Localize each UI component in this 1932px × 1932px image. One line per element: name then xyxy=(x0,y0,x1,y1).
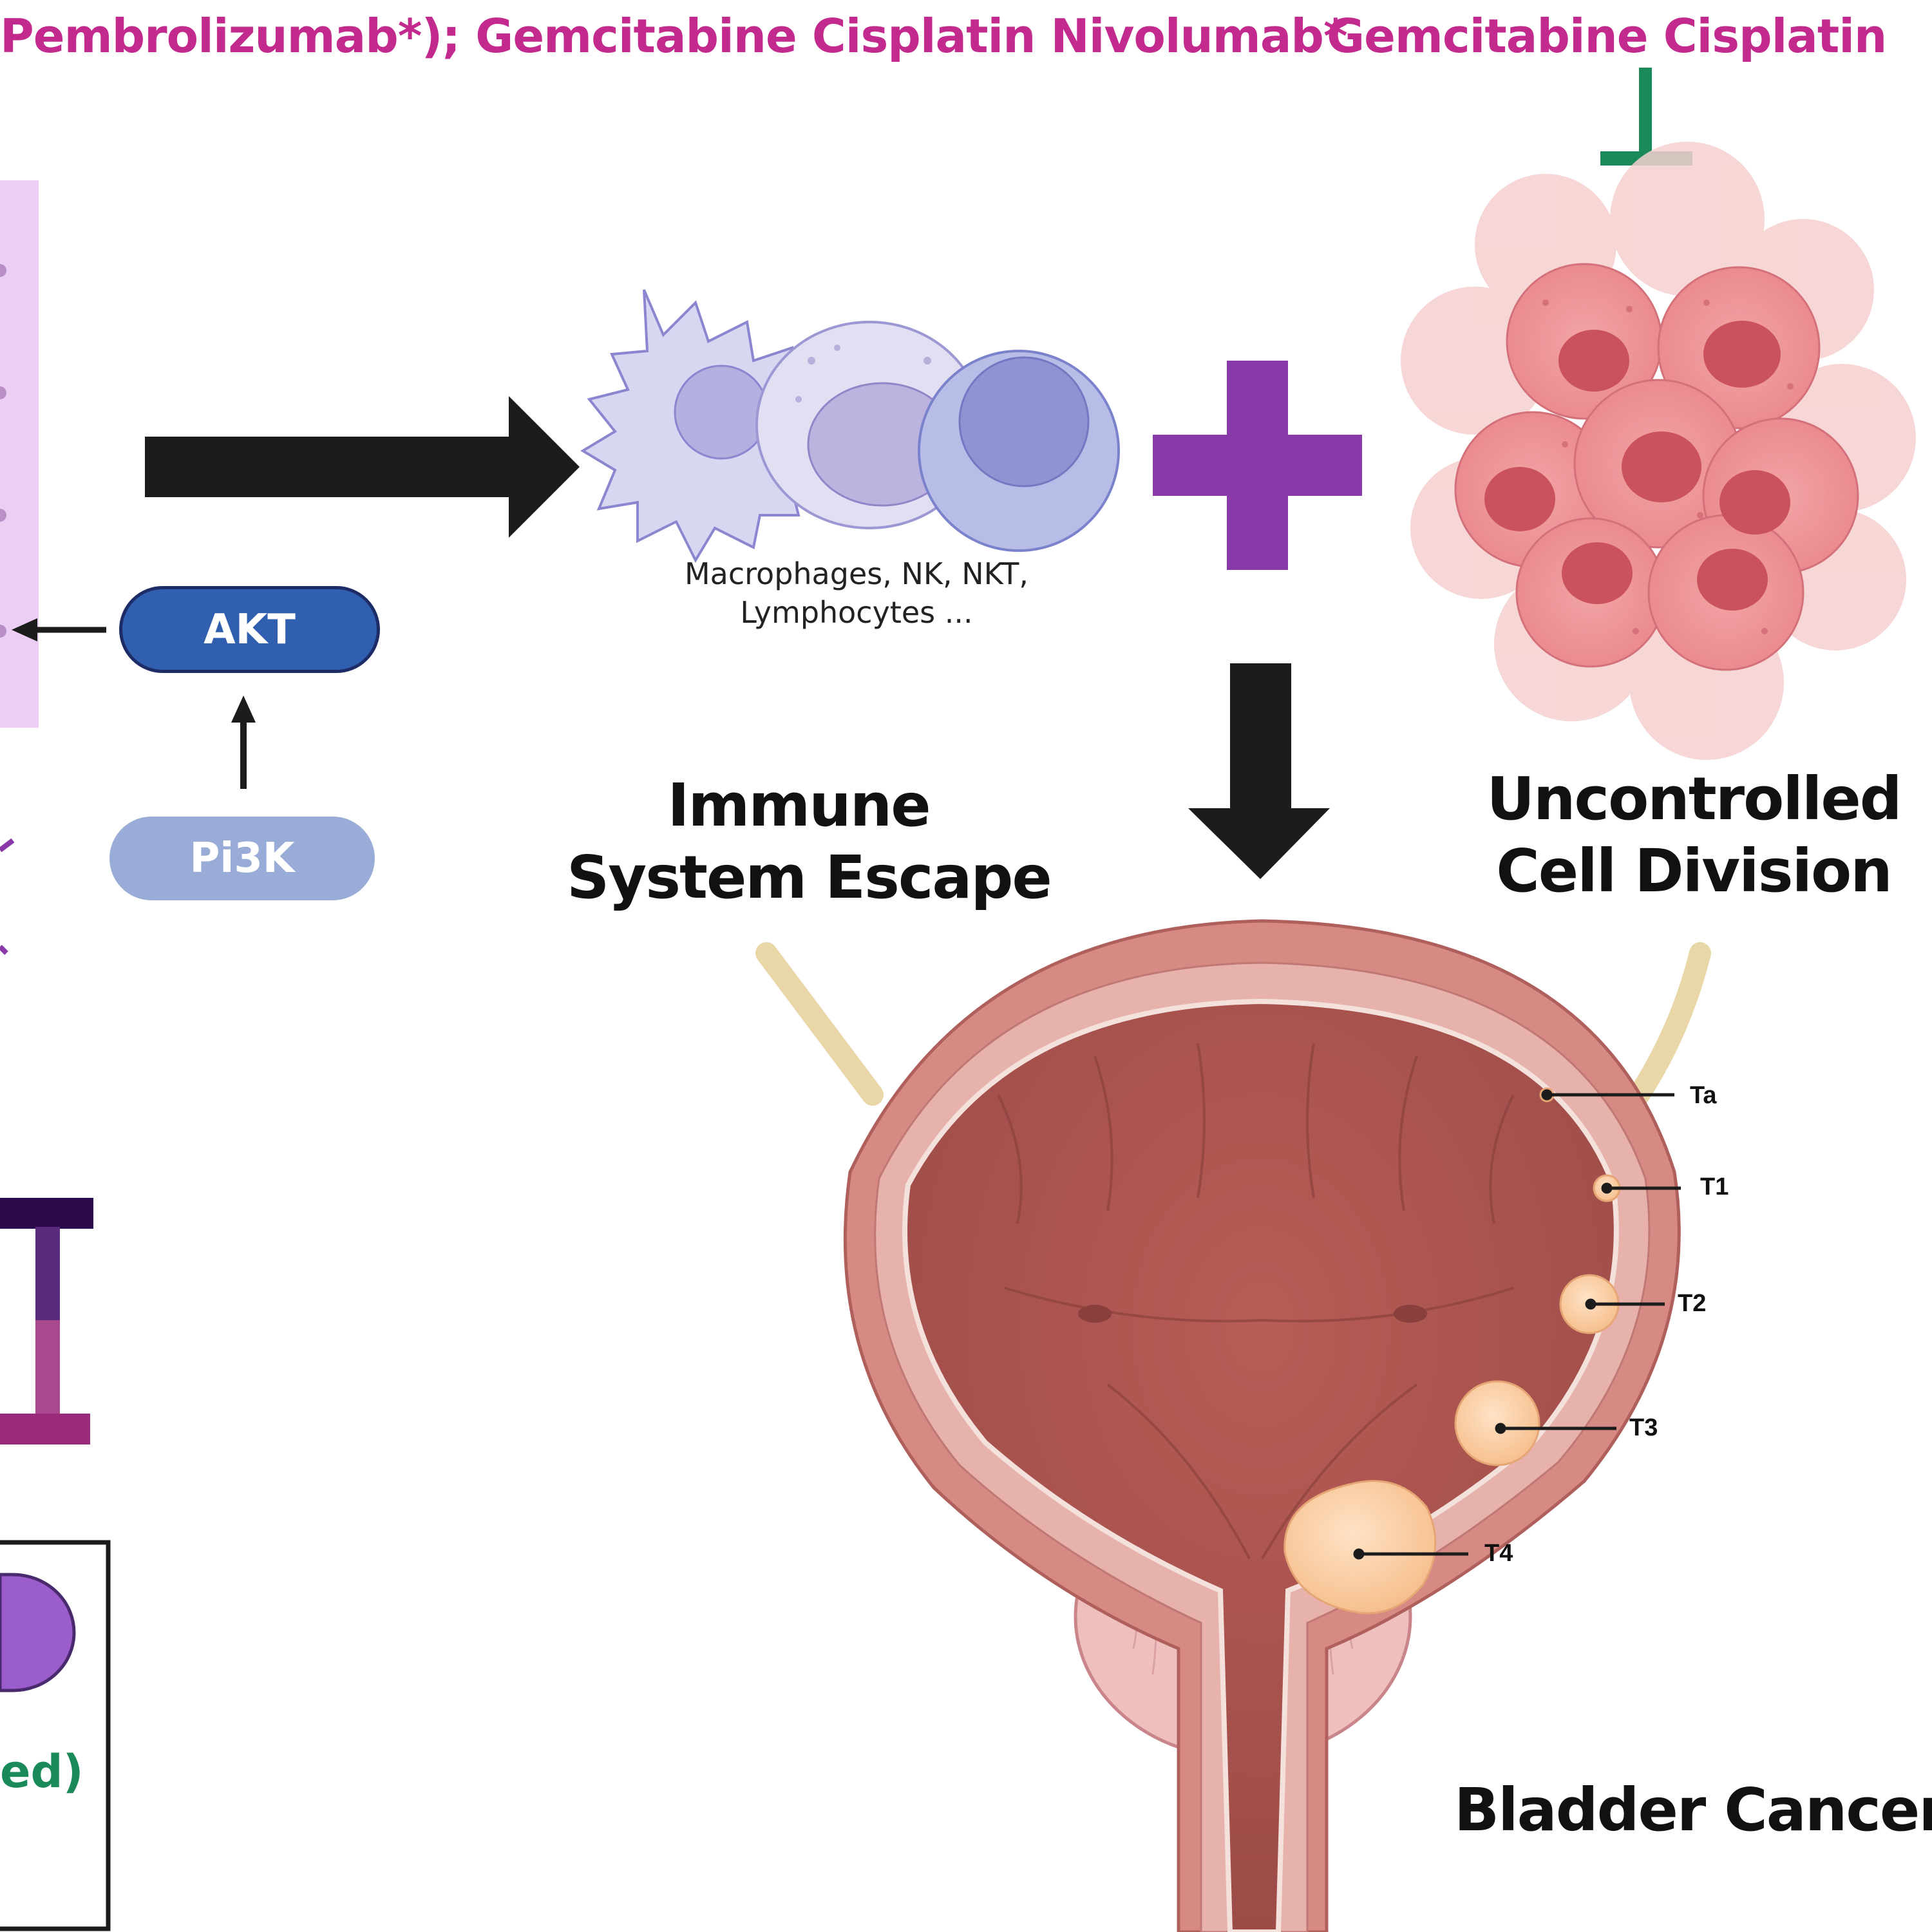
stage-t1-label: T1 xyxy=(1700,1173,1729,1200)
stage-ta-label: Ta xyxy=(1690,1082,1717,1109)
cell-division-heading: Uncontrolled Cell Division xyxy=(1462,763,1926,907)
cell-division-line2: Cell Division xyxy=(1496,837,1892,906)
pi3k-label: Pi3K xyxy=(189,835,295,882)
panel-dots xyxy=(0,264,6,638)
pi3k-to-akt-arrow xyxy=(231,696,256,789)
immune-escape-line2: System Escape xyxy=(567,843,1052,913)
tumor-cell-cluster xyxy=(1401,142,1916,760)
bladder-cancer-heading: Bladder Cancer xyxy=(1454,1776,1932,1844)
akt-to-panel-arrow xyxy=(12,618,106,641)
right-regimen-label: Gemcitabine Cisplatin xyxy=(1327,9,1887,63)
purple-arrow-fragment xyxy=(0,838,15,955)
stage-t3-label: T3 xyxy=(1629,1414,1658,1441)
big-right-arrow xyxy=(145,396,580,538)
inhibition-bar-bottom-left xyxy=(0,1198,93,1444)
ureters xyxy=(755,942,1711,1106)
immune-cells-caption: Macrophages, NK, NKT, Lymphocytes ... xyxy=(663,555,1050,632)
stage-t4-label: T4 xyxy=(1484,1540,1513,1567)
immune-escape-heading: Immune System Escape xyxy=(567,770,1052,914)
stage-t4-nodule xyxy=(1283,1480,1437,1615)
plus-sign xyxy=(1153,361,1362,570)
cell-division-line1: Uncontrolled xyxy=(1486,764,1902,833)
left-regimen-label: Pembrolizumab*); Gemcitabine Cisplatin N… xyxy=(0,9,1348,63)
bladder-illustration xyxy=(843,919,1681,1932)
immune-cells-line1: Macrophages, NK, NKT, xyxy=(684,556,1028,591)
legend-purple-pill xyxy=(0,1573,76,1692)
bladder-lumen xyxy=(902,998,1619,1932)
akt-pill: AKT xyxy=(119,586,380,673)
receptor-panel xyxy=(0,180,39,728)
stage-t2-label: T2 xyxy=(1678,1290,1707,1317)
tumor-stage-nodules xyxy=(1283,1087,1621,1615)
legend-fragment-text: ed) xyxy=(0,1745,84,1798)
stage-t3-nodule xyxy=(1454,1380,1540,1466)
stage-leader-lines xyxy=(1353,1089,1681,1560)
immune-cells-illustration xyxy=(580,289,1120,564)
immune-escape-line1: Immune xyxy=(667,771,931,840)
legend-box xyxy=(0,1540,111,1931)
akt-label: AKT xyxy=(204,605,296,654)
immune-cells-line2: Lymphocytes ... xyxy=(740,594,973,630)
big-down-arrow xyxy=(1188,663,1330,879)
pi3k-pill: Pi3K xyxy=(109,817,375,900)
